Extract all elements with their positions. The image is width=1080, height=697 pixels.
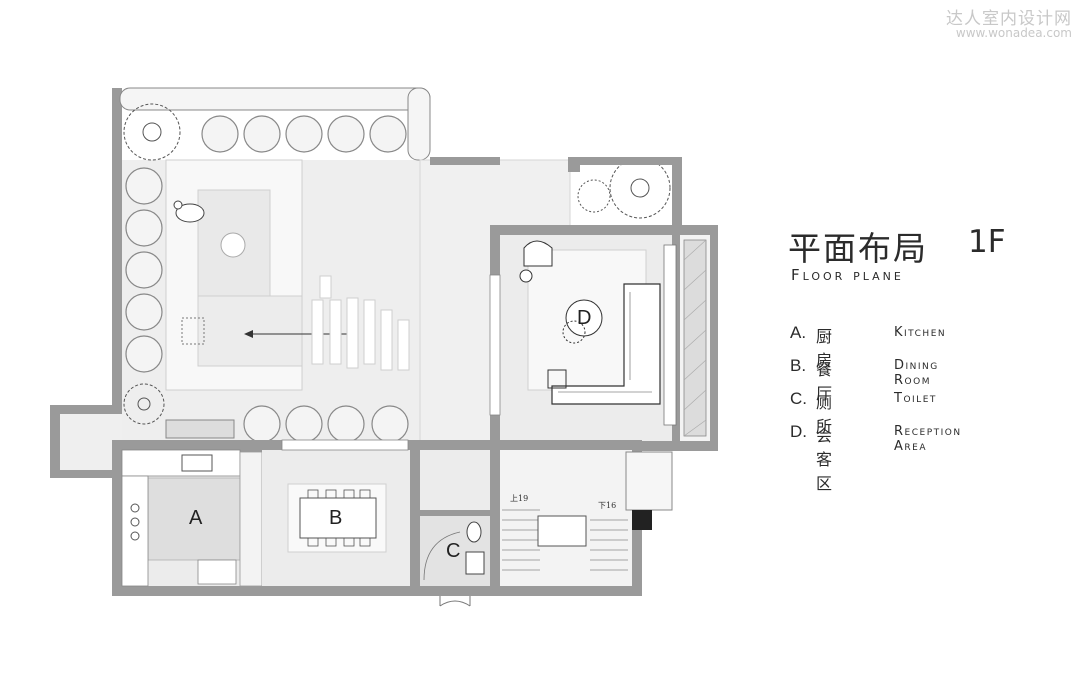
dining-chairs <box>307 489 371 547</box>
room-label-c: C <box>446 540 461 562</box>
room-label-b: B <box>329 507 343 529</box>
planters-bottom <box>243 405 409 443</box>
l-sofa <box>551 283 661 405</box>
dining-table <box>299 497 377 539</box>
kitchen-partition <box>239 451 263 587</box>
kitchen-sink <box>181 454 213 472</box>
east-window <box>663 244 677 426</box>
direction-arrow-head <box>244 330 253 338</box>
side-stool <box>547 369 567 389</box>
kitchen-counter-top <box>121 449 241 477</box>
legend-cn: 厨房 <box>816 327 833 370</box>
dark-column <box>632 510 652 530</box>
stair-up-label: 上19 <box>510 494 529 503</box>
room-label-d: D <box>577 307 592 329</box>
planters-left <box>125 167 163 373</box>
hallway-floor <box>420 450 490 512</box>
legend-en: Reception Area <box>894 424 962 454</box>
planters-top <box>201 115 407 153</box>
hedge-right <box>407 87 431 161</box>
legend-cn: 厕所 <box>816 393 833 436</box>
toilet-sink <box>465 551 485 575</box>
hedge-top <box>119 87 431 111</box>
coffee-table-small <box>562 320 586 344</box>
room-label-a: A <box>189 507 203 529</box>
east-planter-strip <box>683 239 707 437</box>
stair-landing <box>537 515 587 547</box>
legend-letter: C. <box>790 389 807 408</box>
plan-level: 1F <box>968 224 1006 260</box>
legend-letter: B. <box>790 356 807 375</box>
garden-table <box>220 232 246 258</box>
living-west-window <box>489 274 501 416</box>
north-wall-right <box>430 157 682 225</box>
sofa-cushions <box>558 292 652 393</box>
west-annex-floor <box>60 414 122 470</box>
legend-cn: 会客区 <box>816 426 833 493</box>
kitchen-cabinet-bottom <box>197 559 237 585</box>
deck-step <box>197 295 303 367</box>
legend-en: Dining Room <box>894 358 939 388</box>
legend-letter: D. <box>790 422 807 441</box>
kitchen-counter-left <box>121 475 149 587</box>
stepping-stones <box>311 275 410 371</box>
kitchen-island <box>147 477 241 561</box>
plan-title: 平面布局 <box>788 229 928 268</box>
stair-down-label: 下16 <box>598 501 617 510</box>
person-figure <box>173 200 205 223</box>
legend-letter: A. <box>790 323 807 342</box>
stair-shaft <box>625 451 673 511</box>
legend-en: Toilet <box>894 391 937 406</box>
planter-hatch <box>683 239 707 437</box>
armchair <box>519 240 553 283</box>
watermark-cn: 达人室内设计网 <box>946 9 1072 29</box>
stair-treads <box>502 509 628 571</box>
watermark-url: www.wonadea.com <box>955 26 1072 40</box>
legend-en: Kitchen <box>894 325 947 340</box>
cooktop <box>130 503 140 541</box>
entry-door <box>439 596 471 607</box>
garden-wall-left <box>112 88 122 448</box>
legend-cn: 餐厅 <box>816 360 833 403</box>
garden-bench <box>165 419 235 439</box>
inner-walls <box>410 450 500 586</box>
toilet-bowl <box>466 521 482 543</box>
toilet-door-swing <box>423 531 461 581</box>
plan-subtitle: Floor plane <box>791 266 904 284</box>
dining-north-window <box>281 439 409 451</box>
